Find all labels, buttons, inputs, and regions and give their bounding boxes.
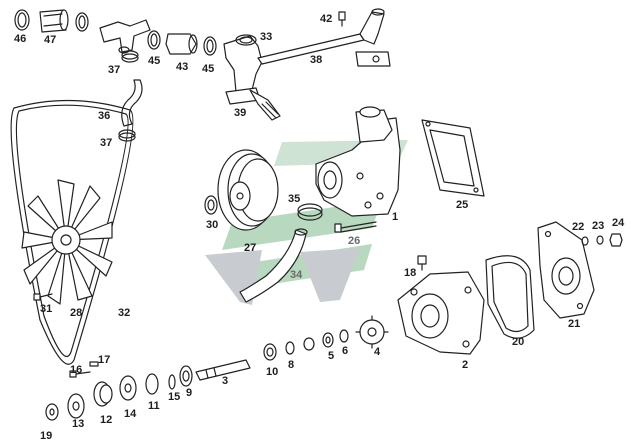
tee-connector-drawing <box>99 19 151 54</box>
callout-38: 38 <box>310 54 323 66</box>
callout-13: 13 <box>72 418 85 430</box>
circlip-11-drawing <box>145 373 159 395</box>
snap-ring-15-drawing <box>168 374 176 390</box>
key-17-drawing <box>89 361 99 367</box>
callout-27: 27 <box>244 242 257 254</box>
callout-12: 12 <box>100 414 113 426</box>
bolt-16-drawing <box>69 370 91 378</box>
clamp-47b-drawing <box>75 12 89 32</box>
callout-47: 47 <box>44 34 57 46</box>
cover-14-drawing <box>119 375 137 401</box>
callout-46: 46 <box>14 33 27 45</box>
callout-36: 36 <box>98 110 111 122</box>
seal-5-drawing <box>322 332 334 348</box>
valve-39-drawing <box>249 89 281 121</box>
callout-39: 39 <box>234 107 247 119</box>
callout-11: 11 <box>148 400 160 412</box>
callout-15: 15 <box>168 391 181 403</box>
callout-33: 33 <box>260 31 273 43</box>
washer-23-drawing <box>596 235 604 245</box>
callout-2: 2 <box>462 359 469 371</box>
washer-22-drawing <box>581 236 589 246</box>
callout-14: 14 <box>124 408 137 420</box>
plug-18-drawing <box>417 255 427 271</box>
callout-16: 16 <box>70 364 83 376</box>
connector-43-drawing <box>165 33 198 55</box>
v-belt-32-drawing <box>10 99 134 365</box>
nut-24-drawing <box>609 233 623 247</box>
callout-34: 34 <box>290 269 303 281</box>
hose-36-drawing <box>121 79 143 127</box>
pipe-38-drawing <box>257 8 391 67</box>
callout-22: 22 <box>572 221 585 233</box>
washer-8-drawing <box>285 341 295 355</box>
hose-47-drawing <box>39 9 69 33</box>
callout-31: 31 <box>40 303 53 315</box>
callout-24: 24 <box>612 217 625 229</box>
clamp-46-drawing <box>14 9 30 31</box>
callout-20: 20 <box>512 336 525 348</box>
callout-43: 43 <box>176 61 189 73</box>
callout-26: 26 <box>348 235 361 247</box>
callout-30: 30 <box>206 219 219 231</box>
callout-23: 23 <box>592 220 605 232</box>
nut-19-drawing <box>45 403 59 421</box>
callout-9: 9 <box>186 387 193 399</box>
bearing-10-drawing <box>263 343 277 361</box>
water-pump-assembly-1-drawing <box>315 106 401 217</box>
callout-21: 21 <box>568 318 581 330</box>
callout-4: 4 <box>374 346 381 358</box>
gasket-25-drawing <box>421 119 485 197</box>
callout-10: 10 <box>266 366 279 378</box>
callout-37-upper: 37 <box>108 64 121 76</box>
back-plate-21-drawing <box>537 221 595 319</box>
callout-45-b: 45 <box>202 63 215 75</box>
callout-45-a: 45 <box>148 55 161 67</box>
impeller-4-drawing <box>355 315 389 349</box>
callout-17: 17 <box>98 354 111 366</box>
callout-42: 42 <box>320 13 333 25</box>
bolt-26-drawing <box>334 221 377 233</box>
callout-1: 1 <box>392 211 399 223</box>
pulley-27-drawing <box>217 149 279 231</box>
hose-34-drawing <box>239 228 308 303</box>
gasket-20-drawing <box>485 255 535 339</box>
callout-28: 28 <box>70 307 83 319</box>
washer-30-drawing <box>204 195 218 215</box>
clamp-37-upper-drawing <box>121 50 139 63</box>
bolt-31-drawing <box>33 293 53 301</box>
callout-3: 3 <box>222 375 229 387</box>
callout-35: 35 <box>288 193 301 205</box>
ring-6-drawing <box>339 329 349 343</box>
pump-shaft-3-drawing <box>195 359 251 381</box>
pump-housing-2-drawing <box>397 271 485 355</box>
hub-12-drawing <box>93 381 113 407</box>
clamp-35-drawing <box>297 203 323 221</box>
callout-32: 32 <box>118 307 131 319</box>
sensor-42-drawing <box>338 11 346 27</box>
callout-18: 18 <box>404 267 417 279</box>
callout-37-lower: 37 <box>100 137 113 149</box>
fan-28-drawing <box>21 179 113 305</box>
flange-13-drawing <box>67 393 85 419</box>
callout-5: 5 <box>328 350 335 362</box>
bearing-9-drawing <box>179 365 193 387</box>
callout-8: 8 <box>288 359 295 371</box>
callout-6: 6 <box>342 345 349 357</box>
clamp-45a-drawing <box>147 30 161 50</box>
callout-19: 19 <box>40 430 53 442</box>
callout-25: 25 <box>456 199 469 211</box>
cylinder-7-drawing <box>303 337 315 351</box>
clamp-45b-drawing <box>203 36 217 56</box>
